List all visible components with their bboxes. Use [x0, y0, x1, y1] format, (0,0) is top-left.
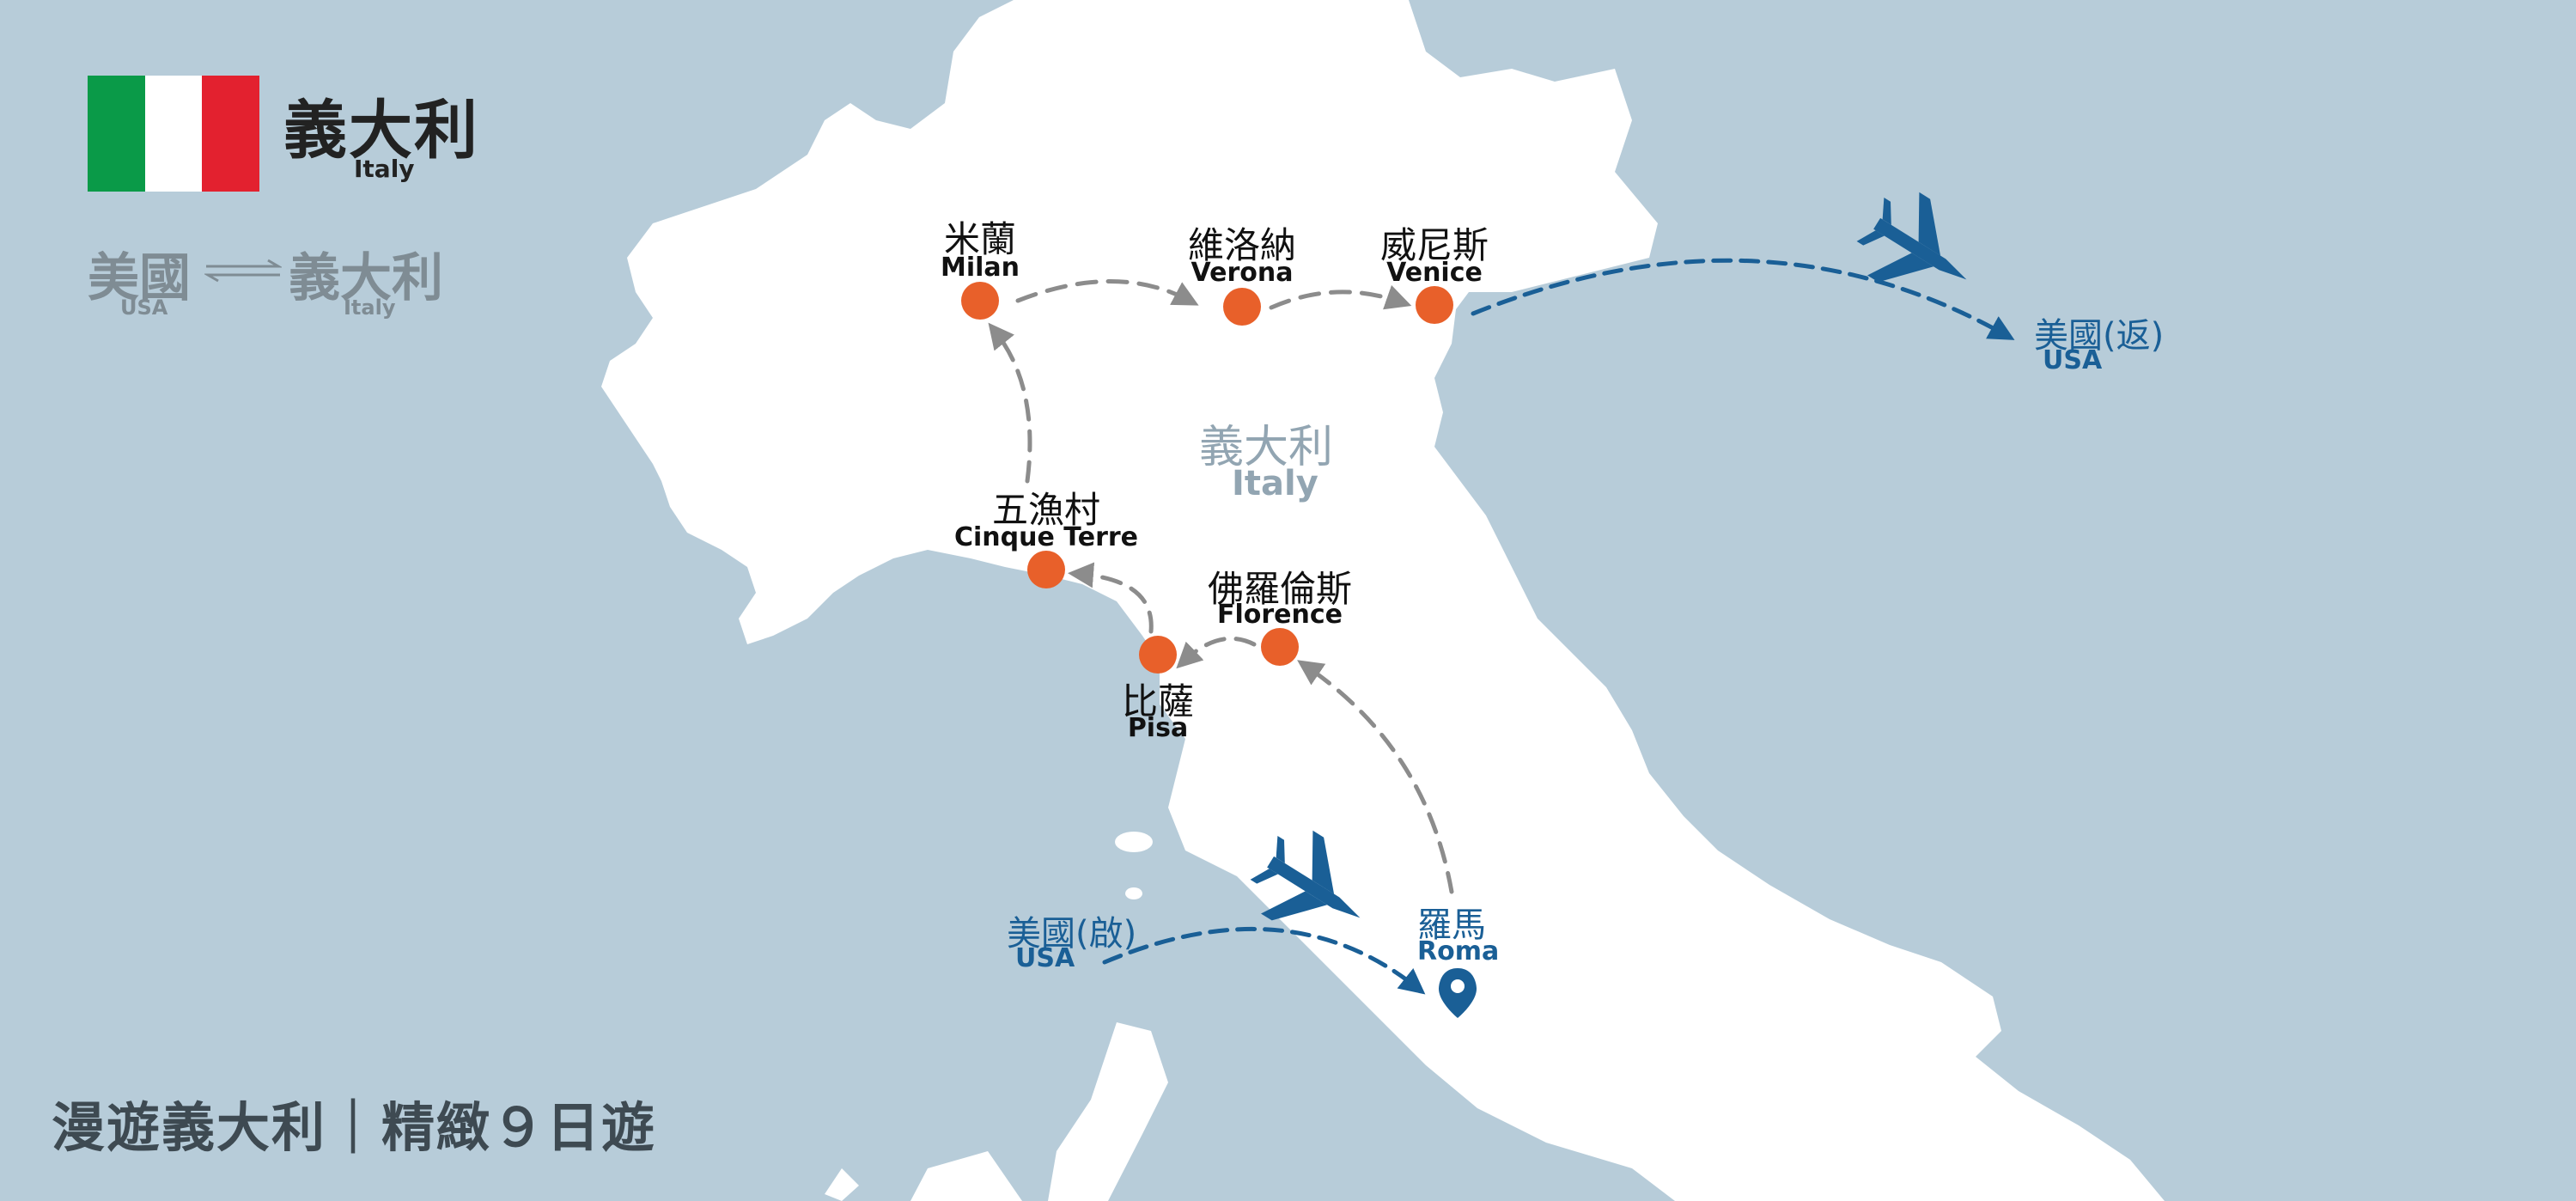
- italy-flag-icon: [88, 76, 260, 192]
- route-from-sublabel: USA: [120, 296, 168, 320]
- ground-routes: [988, 279, 1454, 894]
- country-title: 義大利: [283, 94, 479, 168]
- route-florence-pisa: [1176, 636, 1257, 669]
- city-label-pisa: 比薩: [1121, 680, 1195, 722]
- city-sublabel-cinqueterre: Cinque Terre: [953, 522, 1139, 552]
- route-from-label: 美國: [88, 248, 191, 308]
- city-sublabel-milan: Milan: [940, 253, 1020, 283]
- city-dot-cinqueterre: [1027, 551, 1065, 588]
- route-roma-florence: [1297, 660, 1454, 894]
- country-subtitle: Italy: [354, 155, 415, 183]
- route-pisa-cinqueterre: [1068, 562, 1154, 634]
- depart-label: 美國(啟): [1007, 914, 1137, 954]
- map-country-label: 義大利: [1199, 422, 1334, 473]
- airplane-return-icon: [1856, 192, 1967, 283]
- city-sublabel-verona: Verona: [1191, 258, 1294, 288]
- city-dot-venice: [1416, 286, 1453, 324]
- city-sublabel-roma: Roma: [1417, 936, 1500, 966]
- route-to-label: 義大利: [289, 248, 443, 308]
- city-dot-milan: [961, 282, 999, 320]
- depart-sublabel: USA: [1015, 943, 1075, 973]
- city-dot-florence: [1261, 628, 1299, 666]
- city-sublabel-venice: Venice: [1386, 258, 1483, 288]
- city-label-venice: 威尼斯: [1379, 224, 1489, 266]
- roma-pin-icon: [1439, 968, 1477, 1018]
- return-sublabel: USA: [2043, 345, 2103, 375]
- route-cinqueterre-milan: [988, 322, 1032, 484]
- flight-depart-path: [1102, 926, 1426, 995]
- city-sublabel-pisa: Pisa: [1127, 713, 1189, 743]
- land-mainland: [601, 0, 2165, 1201]
- city-dots: [961, 282, 1453, 674]
- city-label-cinqueterre: 五漁村: [991, 489, 1101, 531]
- city-label-florence: 佛羅倫斯: [1207, 568, 1353, 610]
- tour-title: 漫遊義大利｜精緻９日遊: [52, 1096, 657, 1159]
- land-islands: [825, 603, 1460, 1201]
- map-country-sublabel: Italy: [1232, 464, 1318, 503]
- city-label-verona: 維洛納: [1187, 224, 1297, 266]
- city-label-roma: 羅馬: [1417, 905, 1486, 945]
- city-sublabel-florence: Florence: [1216, 600, 1343, 630]
- airplane-depart-icon: [1250, 830, 1361, 921]
- city-dot-pisa: [1139, 636, 1177, 674]
- city-dot-verona: [1223, 288, 1261, 326]
- city-label-milan: 米蘭: [943, 218, 1017, 260]
- flight-return-path: [1471, 258, 2015, 340]
- roundtrip-arrows-icon: [204, 259, 282, 283]
- route-verona-venice: [1269, 284, 1412, 310]
- return-label: 美國(返): [2034, 316, 2165, 356]
- flight-routes: [1102, 258, 2015, 995]
- route-to-sublabel: Italy: [344, 296, 396, 320]
- route-milan-verona: [1015, 279, 1199, 306]
